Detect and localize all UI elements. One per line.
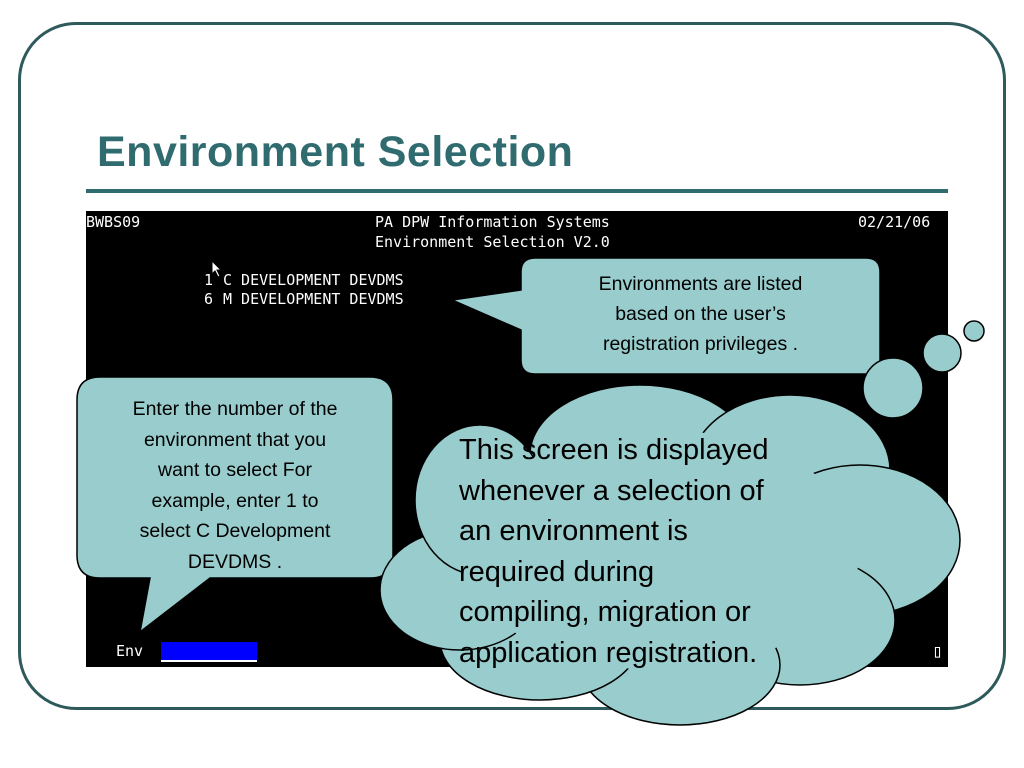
cloud-text: This screen is displayed whenever a sele… bbox=[459, 430, 879, 673]
callout-line: DEVDMS . bbox=[187, 550, 283, 573]
cloud-line: an environment is bbox=[459, 515, 688, 547]
screen-name: Environment Selection V2.0 bbox=[375, 233, 610, 251]
block-glyph-icon: ▯ bbox=[932, 641, 943, 662]
system-name: PA DPW Information Systems bbox=[375, 213, 610, 231]
left-callout-text: Enter the number of the environment that… bbox=[77, 394, 393, 577]
cloud-line: required during bbox=[459, 555, 655, 588]
callout-line: select C Development bbox=[139, 520, 331, 542]
env-prompt-label: Env bbox=[116, 642, 144, 660]
environment-number: 6 bbox=[204, 290, 214, 308]
screen-date: 02/21/06 bbox=[858, 213, 931, 231]
program-id: BWBS09 bbox=[86, 213, 141, 231]
callout-line: environment that you bbox=[143, 428, 327, 451]
callout-line: registration privileges . bbox=[602, 333, 799, 355]
cloud-line: whenever a selection of bbox=[459, 474, 764, 507]
callout-line: example, enter 1 to bbox=[151, 489, 319, 512]
cloud-line: application registration. bbox=[459, 636, 758, 669]
callout-line: Environments are listed bbox=[598, 273, 803, 295]
slide-title: Environment Selection bbox=[97, 128, 574, 176]
top-right-callout-text: Environments are listed based on the use… bbox=[521, 269, 880, 359]
callout-line: want to select For bbox=[158, 459, 312, 481]
callout-line: Enter the number of the bbox=[132, 398, 338, 420]
slide-frame bbox=[18, 22, 1006, 710]
cloud-line: compiling, migration or bbox=[459, 596, 751, 628]
environment-number: 1 bbox=[204, 271, 214, 289]
callout-line: based on the user’s bbox=[615, 303, 786, 325]
mouse-pointer-icon bbox=[211, 260, 223, 278]
environment-label: C DEVELOPMENT DEVDMS bbox=[223, 271, 404, 289]
env-input[interactable] bbox=[161, 642, 257, 662]
title-divider bbox=[86, 189, 948, 193]
environment-label: M DEVELOPMENT DEVDMS bbox=[223, 290, 404, 308]
cloud-line: This screen is displayed bbox=[459, 434, 769, 466]
